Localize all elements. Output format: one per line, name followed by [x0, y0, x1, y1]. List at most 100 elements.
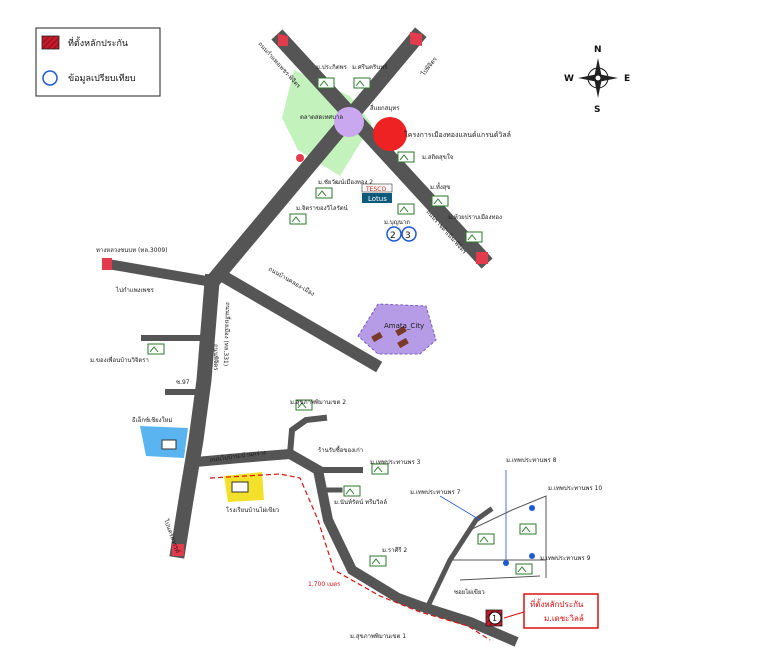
house-icon — [519, 523, 537, 535]
label-m-suphap: ม.สุขภาพพิมานเขต 2 — [290, 399, 346, 406]
label-road-3009: ทางหลวงชนบท (ทล.3009) — [96, 247, 168, 254]
small-red-dot — [296, 154, 304, 162]
road-end-s — [172, 544, 184, 556]
road-331 — [169, 273, 221, 559]
road-end-w — [102, 258, 112, 270]
road-sub-1 — [424, 506, 494, 610]
legend-compare-swatch — [42, 70, 58, 86]
hotel-project-marker — [373, 117, 407, 151]
label-m-huai: ม.ห้วยปราบเมืองทอง — [448, 213, 502, 221]
house-icons — [147, 77, 537, 575]
label-m-chit: ม.ของเพื่อนบ้านวิจิตรา — [90, 356, 149, 364]
compass-west: W — [564, 74, 574, 84]
road-sub-3 — [469, 495, 547, 578]
house-icon — [515, 563, 533, 575]
label-m-thep8: ม.เทพประทานพร 8 — [506, 457, 557, 464]
label-m-thep3: ม.เทพประทานพร 3 — [370, 459, 421, 466]
compare-num-3: 3 — [405, 231, 411, 241]
label-school: ธีเอ็กซ์เชียงใหม่ — [132, 415, 173, 424]
road-3009 — [102, 258, 218, 288]
compass-east: E — [624, 74, 630, 84]
amata-bldg — [395, 325, 407, 337]
house-icon — [369, 555, 387, 567]
house-icon — [477, 533, 495, 545]
label-m-rasi: ม.ราศีรี 2 — [382, 546, 407, 554]
label-ban-tao: ร้านรับซื้อของเก่า — [318, 444, 363, 454]
road-east-branch — [217, 269, 383, 373]
house-icon — [289, 213, 307, 225]
label-road-side-left: ถนนพิจิตร — [212, 344, 219, 371]
site-callout-line2: ม.เดชะวิลล์ — [544, 613, 584, 623]
compare-num-2: 2 — [390, 231, 396, 241]
road-end-ne — [410, 32, 422, 46]
house-icon — [315, 187, 333, 199]
legend: ที่ตั้งหลักประกัน ข้อมูลเปรียบเทียบ — [35, 27, 161, 97]
label-amata: Amata_City — [384, 322, 424, 330]
house-icon — [161, 439, 177, 450]
road-sub-4 — [459, 575, 541, 581]
label-m-nan: ม.นันท์รัตน์ ทรีมวิลล์ — [334, 498, 387, 506]
label-m-chitra: ม.จิตราของวิไลรัตน์ — [296, 204, 348, 212]
road-end-se — [476, 252, 488, 264]
compass-south: S — [594, 105, 600, 115]
label-school2: โรงเรียนบ้านไผ่เขียว — [226, 506, 279, 514]
leader-7 — [439, 495, 481, 521]
legend-compare-label: ข้อมูลเปรียบเทียบ — [68, 73, 136, 84]
road-pai-khiao — [190, 448, 519, 647]
house-icon — [295, 399, 313, 411]
label-m-prakit: ม.ประกิตพร — [316, 64, 348, 71]
label-junction: สี่แยกสมุทร — [370, 104, 401, 112]
label-road-ne: ไปพิจิตร — [419, 55, 440, 78]
label-m-chaiwat: ม.ชัยวัฒน์เมืองทอง 2 — [318, 178, 373, 186]
house-icon — [465, 231, 483, 243]
label-road-bottom-mid: ซอยไผ่เขียว — [454, 588, 485, 596]
route-dashed — [209, 473, 491, 641]
road-diag-ne-sw — [201, 27, 427, 293]
lotus-label: Lotus — [368, 195, 387, 203]
label-road-331: ถนนเลี่ยงเมือง (ทล.331) — [222, 302, 232, 366]
label-road-97: ซ.97 — [176, 379, 190, 386]
label-m-suphap1: ม.สุขภาพพิมานเขต 1 — [350, 633, 406, 640]
label-distance: 1,700 เมตร — [308, 581, 341, 588]
house-icon — [343, 485, 361, 497]
house-icon — [317, 77, 335, 89]
house-icon — [371, 463, 389, 475]
site-num-1: 1 — [492, 614, 497, 623]
road-network — [102, 27, 547, 647]
tesco-label: TESCO — [365, 186, 386, 193]
label-hotel-project: โครงการเมืองทองแลนด์แกรนด์วิลล์ — [404, 130, 511, 139]
sub-dot-8 — [529, 553, 535, 559]
road-end-markers — [102, 32, 488, 556]
compare-marker-2: 2 — [386, 226, 402, 242]
label-market: ตลาดสดเทศบาล — [300, 114, 343, 121]
amata-bldg — [371, 331, 383, 343]
compass-rose: N S E W — [564, 45, 630, 115]
sub-dot-10 — [529, 505, 535, 511]
amata-area — [357, 303, 437, 355]
road-spur-north — [286, 414, 328, 458]
amata-bldg — [397, 337, 409, 349]
legend-site-swatch — [41, 35, 60, 50]
compare-marker-3: 3 — [401, 226, 417, 242]
site-callout: ที่ตั้งหลักประกัน ม.เดชะวิลล์ — [503, 593, 599, 629]
label-m-thep7: ม.เทพประทานพร 7 — [410, 489, 461, 496]
label-m-sangsuk: ม.ทั้งสุข — [430, 181, 451, 191]
label-m-bunnarat: ม.บุญนาถ — [384, 219, 410, 226]
house-icon — [147, 343, 165, 355]
junction-circle — [334, 107, 364, 137]
house-icon — [397, 203, 415, 215]
tesco-lotus: TESCO Lotus — [361, 183, 393, 203]
legend-site-label: ที่ตั้งหลักประกัน — [68, 36, 128, 49]
site-callout-line1: ที่ตั้งหลักประกัน — [530, 598, 584, 609]
site-marker: 1 — [485, 609, 503, 627]
label-road-left: ไปกำแพงเพชร — [115, 286, 155, 294]
school2-bldg — [231, 481, 249, 493]
label-m-sathit: ม.สถิตสุขใจ — [422, 153, 453, 161]
compass-north: N — [594, 45, 602, 55]
label-road-east-branch: ถนนบ้านคลอง-เมือง — [267, 265, 316, 298]
map-labels: ถนนกำแพงเพชร-พิจิตร ไปพิจิตร ถนนราชดำเนิ… — [90, 41, 602, 640]
label-m-srinakarin: ม.ศรีนครินทร์ — [352, 63, 388, 71]
house-icon — [397, 151, 415, 163]
road-end-nw — [278, 34, 288, 46]
